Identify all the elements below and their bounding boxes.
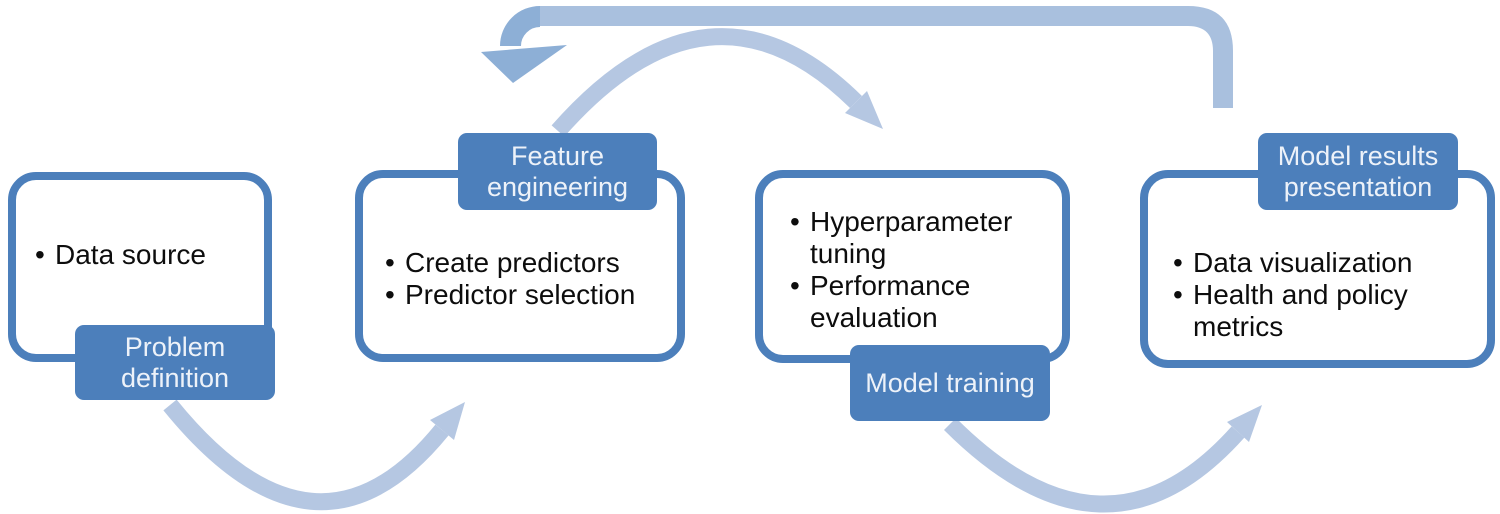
bullet-text: Health and policy metrics [1193,279,1408,342]
bullet-text: Data visualization [1193,247,1413,278]
bullet-dot: • [1173,247,1183,278]
arrow-feature-to-training [551,28,862,137]
bullet-item: • Create predictors [385,247,677,279]
bullet-text: Predictor selection [405,279,636,310]
step-bullets-feature-engineering: • Create predictors • Predictor selectio… [385,247,677,311]
bullet-item: • Performance evaluation [790,270,1062,334]
step-bullets-model-results-presentation: • Data visualization • Health and policy… [1173,247,1478,343]
arrow-training-to-results [943,417,1245,513]
arrow-problem-to-feature [163,399,449,511]
feedback-arrow-hook [500,6,541,47]
arrowhead-training-to-results-icon [1227,405,1262,442]
bullet-dot: • [385,279,395,310]
bullet-item: • Data source [35,239,260,271]
step-label-model-training: Model training [850,345,1050,421]
step-label-problem-definition: Problem definition [75,325,275,400]
bullet-dot: • [1173,279,1183,310]
bullet-dot: • [790,270,800,301]
bullet-item: • Health and policy metrics [1173,279,1478,343]
bullet-dot: • [35,239,45,270]
bullet-text: Data source [55,239,206,270]
bullet-item: • Data visualization [1173,247,1478,279]
step-bullets-problem-definition: • Data source [35,239,260,271]
step-label-feature-engineering: Feature engineering [458,133,657,210]
bullet-dot: • [385,247,395,278]
arrowhead-feature-to-training-icon [845,91,883,129]
bullet-item: • Predictor selection [385,279,677,311]
bullet-text: Performance evaluation [810,270,971,333]
bullet-item: • Hyperparameter tuning [790,206,1062,270]
bullet-text: Create predictors [405,247,620,278]
arrowhead-problem-to-feature-icon [430,402,465,440]
feedback-arrowhead-icon [481,45,567,83]
step-bullets-model-training: • Hyperparameter tuning • Performance ev… [790,206,1062,334]
bullet-dot: • [790,206,800,237]
bullet-text: Hyperparameter tuning [810,206,1013,269]
feedback-arrow-bar [540,6,1233,108]
step-label-model-results-presentation: Model results presentation [1258,133,1458,210]
